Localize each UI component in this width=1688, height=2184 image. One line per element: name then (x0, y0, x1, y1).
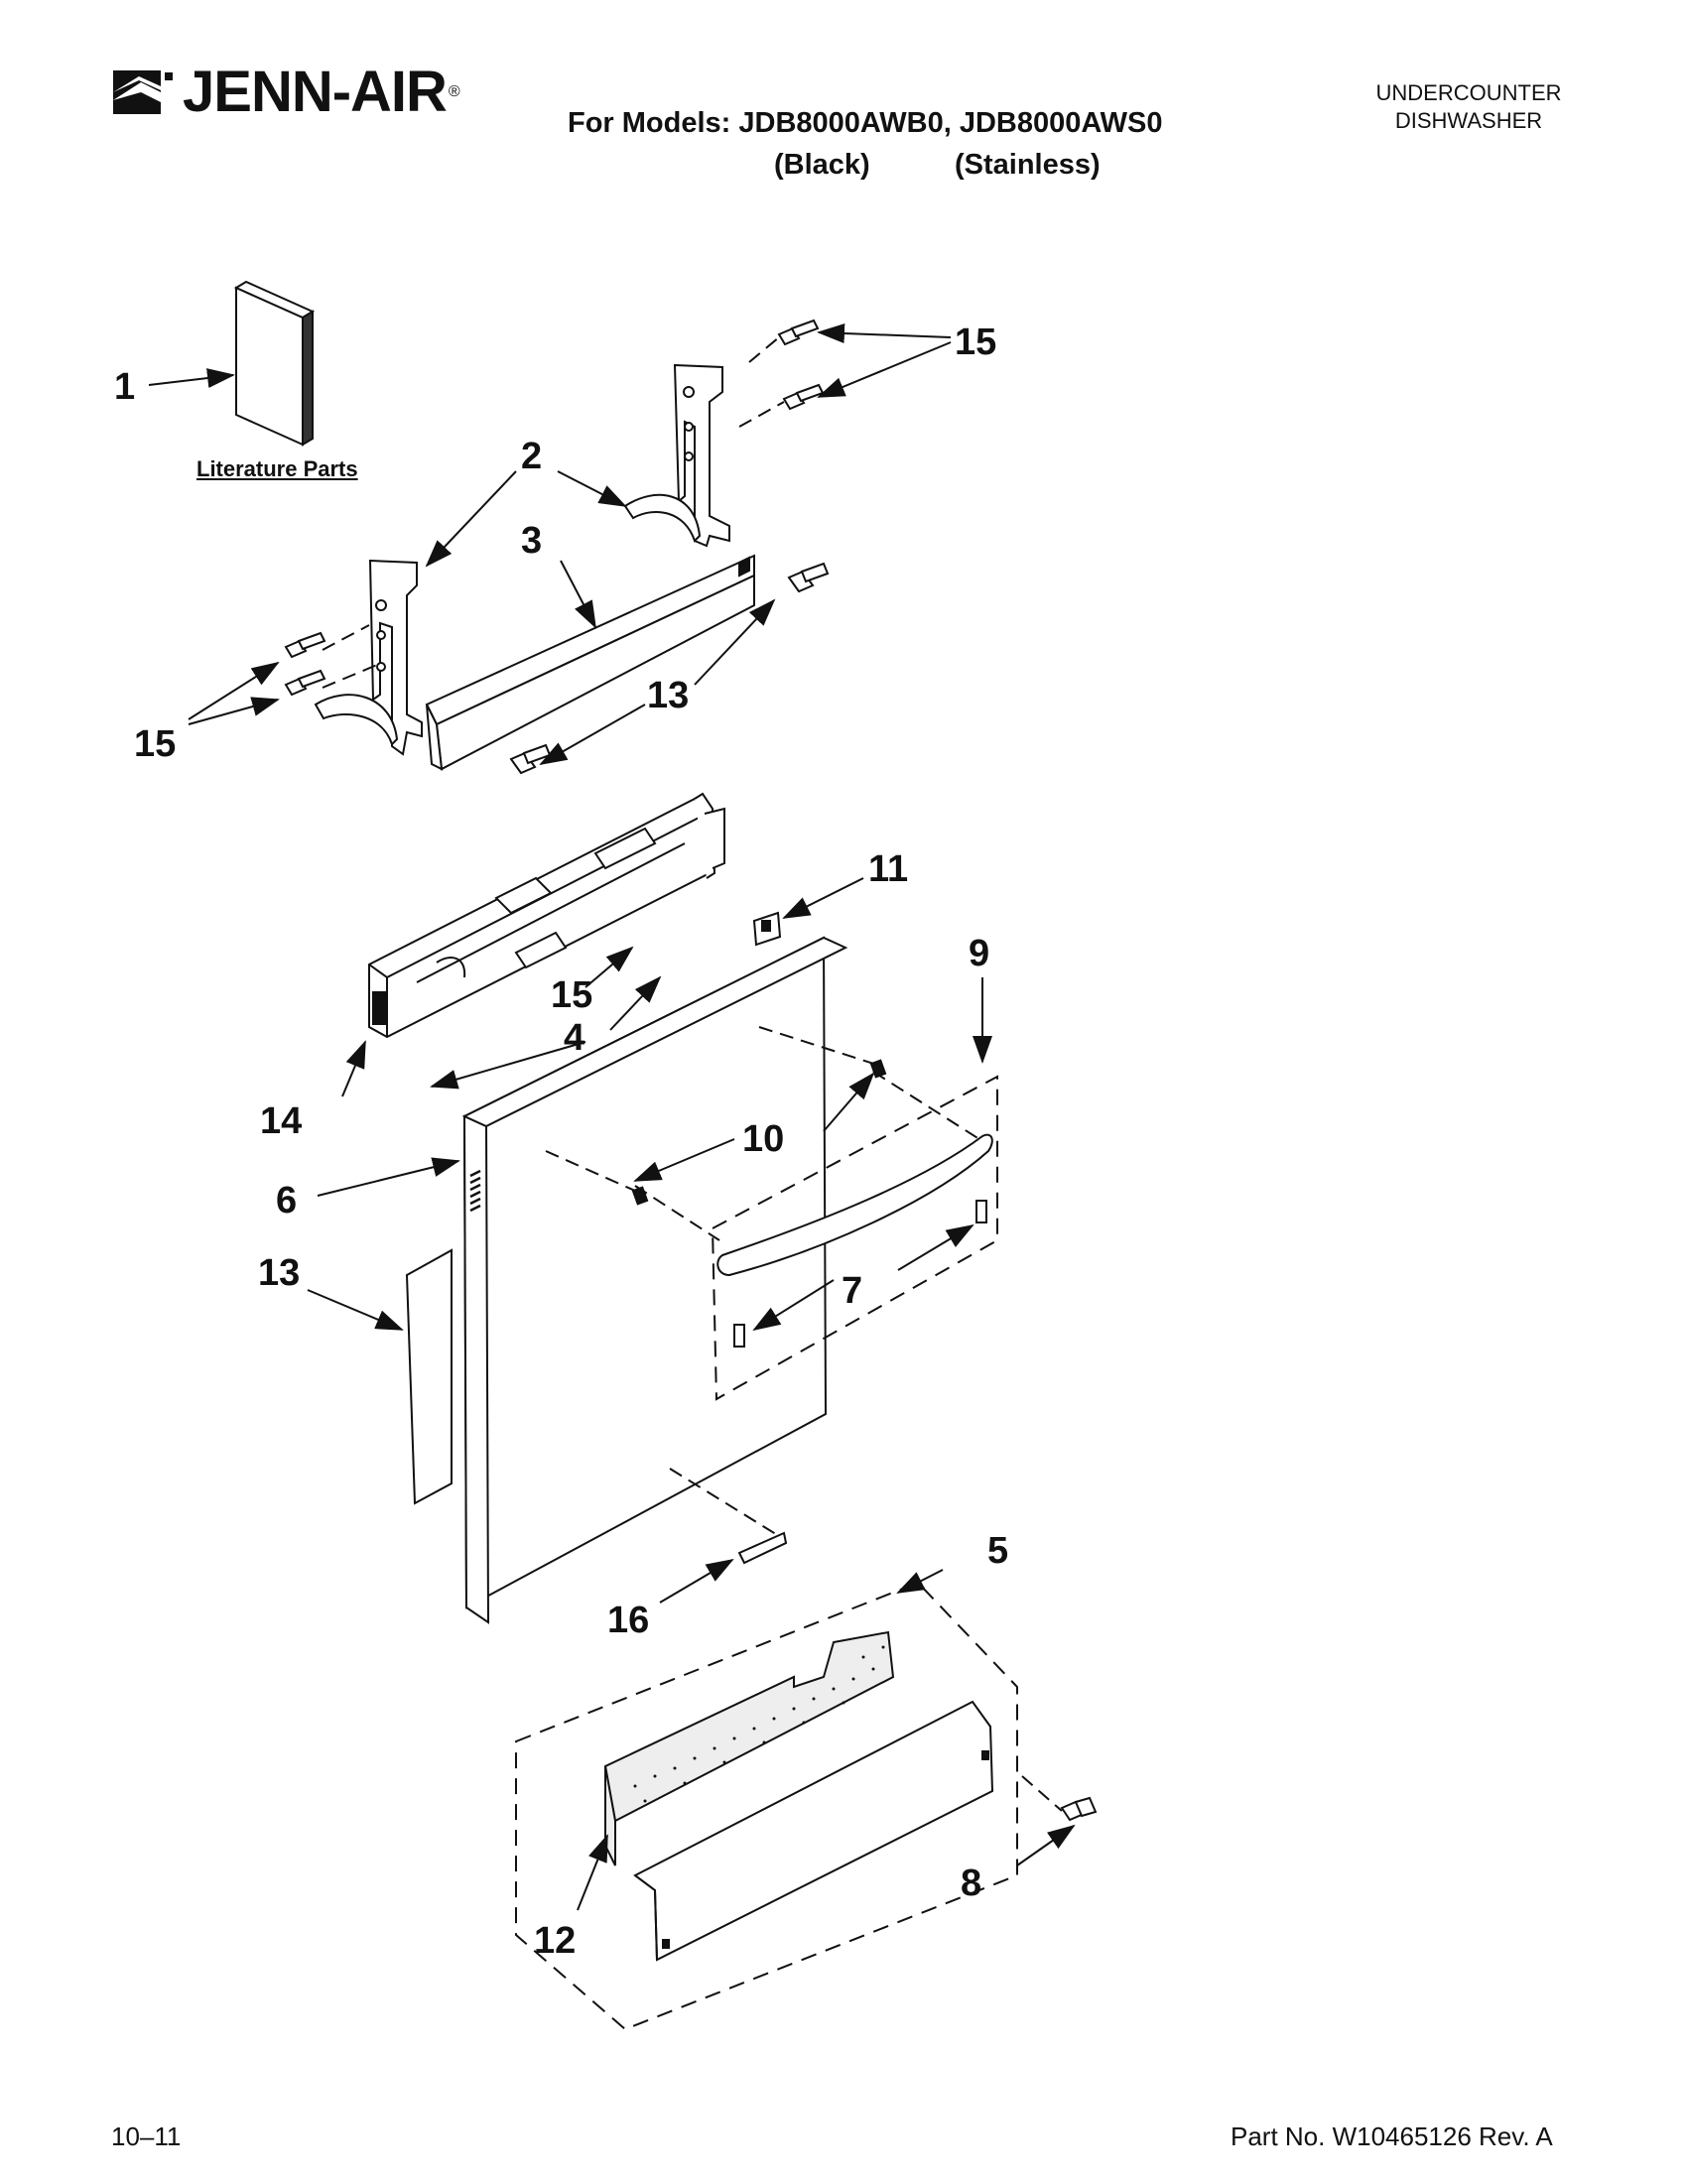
footer-date: 10–11 (111, 2121, 182, 2151)
callout-12: 12 (534, 1920, 576, 1962)
gasket-strip-part (405, 1248, 453, 1505)
callout-1: 1 (114, 366, 135, 408)
variant-stainless: (Stainless) (955, 149, 1101, 181)
clip-part (752, 911, 782, 947)
callout-14: 14 (260, 1100, 302, 1142)
callout-10: 10 (742, 1118, 784, 1160)
callout-9: 9 (969, 933, 989, 974)
callout-6: 6 (276, 1180, 297, 1221)
control-console-part (368, 792, 725, 1039)
brand-logo: JENN-AIR® (111, 58, 460, 127)
screws-upper (284, 319, 830, 775)
registered-mark: ® (448, 83, 460, 100)
footer-part-number: Part No. W10465126 Rev. A (1231, 2121, 1553, 2151)
callout-15-left: 15 (134, 723, 176, 765)
callout-16: 16 (607, 1600, 649, 1641)
handle-assembly-outline (711, 1075, 998, 1401)
insulation-pad-part (603, 1630, 895, 1866)
callout-5: 5 (987, 1530, 1008, 1572)
category-line-1: UNDERCOUNTER (1375, 80, 1562, 105)
callout-15-top: 15 (955, 321, 996, 363)
door-handle-part (716, 1133, 993, 1277)
callout-3: 3 (521, 520, 542, 562)
callout-2: 2 (521, 436, 542, 477)
variant-black: (Black) (774, 149, 870, 181)
toe-panel-screw-part (1060, 1796, 1098, 1822)
jenn-air-mark-icon (113, 70, 173, 114)
callout-11: 11 (868, 848, 908, 890)
mounting-bracket-right-part (623, 363, 730, 548)
toe-panel-part (633, 1700, 994, 1962)
assembly-dashed-lines (322, 336, 1063, 1812)
leader-lines (148, 322, 1076, 1911)
brand-name: JENN-AIR (183, 60, 448, 124)
small-bracket-part (737, 1531, 788, 1565)
mounting-bracket-left-part (314, 559, 423, 756)
product-category: UNDERCOUNTER DISHWASHER (1310, 79, 1627, 135)
category-line-2: DISHWASHER (1394, 108, 1543, 133)
door-panel-part (461, 936, 848, 1624)
literature-parts-label: Literature Parts (196, 456, 358, 481)
callout-8: 8 (961, 1863, 981, 1904)
callout-7: 7 (842, 1270, 862, 1312)
callout-13-upper: 13 (647, 675, 689, 716)
toe-panel-assembly-outline (515, 1581, 1018, 2031)
literature-booklet-part (233, 280, 316, 447)
callout-4: 4 (564, 1017, 584, 1059)
callout-13-lower: 13 (258, 1252, 300, 1294)
top-panel-strip-part (425, 554, 755, 771)
callout-numbers: 1 15 2 3 13 15 11 9 15 4 14 10 6 13 7 5 … (114, 321, 1008, 1962)
models-title: For Models: JDB8000AWB0, JDB8000AWS0 (568, 107, 1163, 139)
callout-15-middle: 15 (551, 974, 592, 1016)
